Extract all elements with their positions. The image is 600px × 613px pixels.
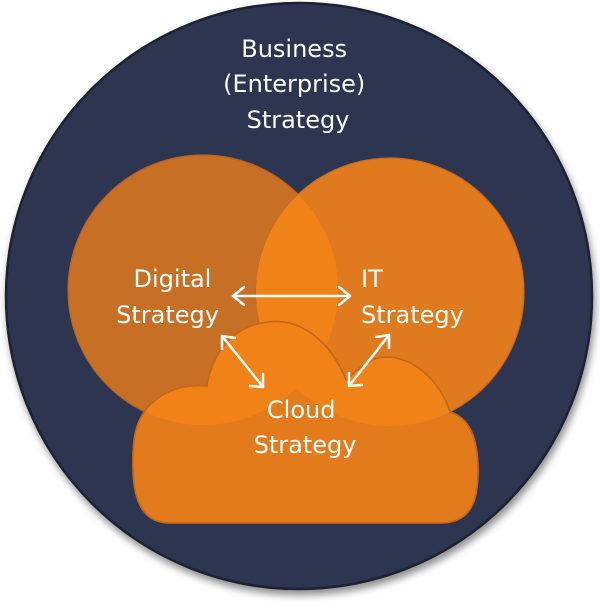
it-strategy-label: IT Strategy — [361, 265, 464, 329]
digital-cloud-arrow-icon — [220, 334, 265, 389]
cloud-strategy-label: Cloud Strategy — [254, 396, 357, 459]
it-cloud-arrow-icon — [347, 333, 391, 388]
digital-strategy-label: Digital Strategy — [116, 265, 219, 329]
business-strategy-label: Business (Enterprise) Strategy — [223, 35, 373, 134]
digital-it-arrow-icon — [231, 285, 352, 307]
